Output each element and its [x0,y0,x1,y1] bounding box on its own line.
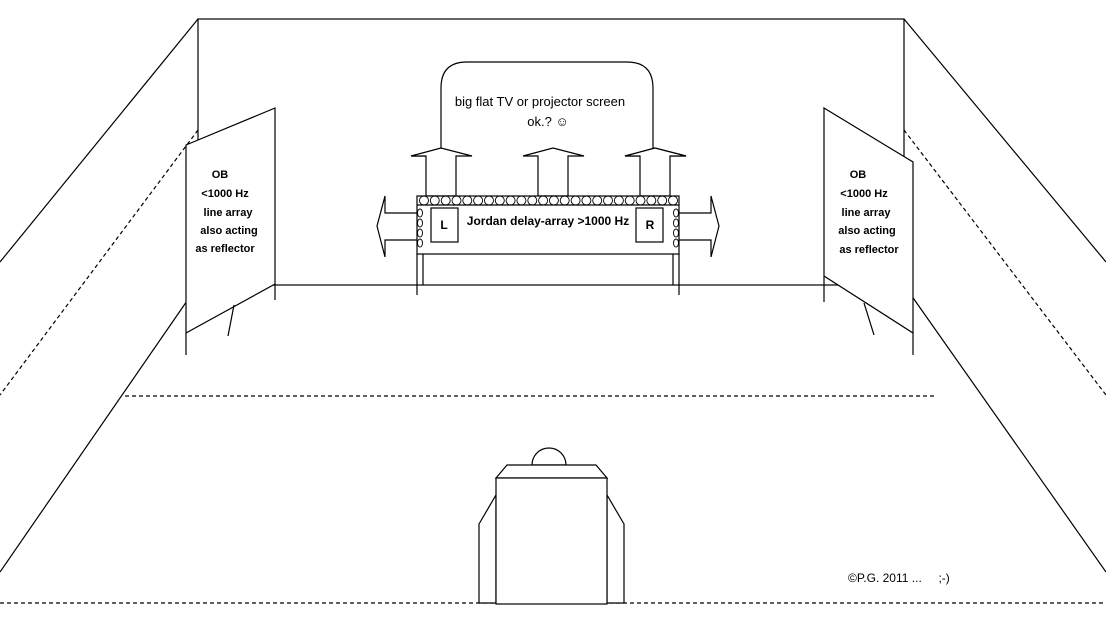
driver-top [559,195,570,206]
driver-top [646,195,657,206]
right-channel-box [635,207,664,243]
screen-label-line2: ok.? ☺ [527,114,568,129]
listener-head [531,447,567,466]
driver-top [451,195,462,206]
right-panel-stand [863,302,875,336]
left-panel [185,107,276,335]
copyright-text: ©P.G. 2011 ... ;-) [848,571,950,585]
left-panel-label-4: also acting [200,225,257,237]
chair-back-top [494,464,609,479]
driver-side [673,218,679,228]
driver-top [538,195,549,206]
array-drivers-top [419,195,678,206]
up-arrow-right [624,147,687,197]
right-panel-label-3: line array [842,207,892,219]
right-panel-label-4: also acting [838,225,895,237]
driver-top [429,195,440,206]
dashed-side-right [903,129,1106,396]
driver-top [548,195,559,206]
side-arrow-right [679,195,720,258]
screen-outline [411,61,687,157]
right-panel-label-2: <1000 Hz [840,188,888,200]
driver-top [592,195,603,206]
driver-top [624,195,635,206]
driver-top [494,195,505,206]
right-panel-label-1: OB [850,169,867,181]
ceiling-edge-left [0,18,199,263]
driver-top [516,195,527,206]
left-panel-label-3: line array [204,207,254,219]
chair-arm-left [478,492,497,604]
driver-top [635,195,646,206]
driver-side [417,228,423,238]
delay-array-box [416,195,680,255]
driver-top [613,195,624,206]
driver-side [673,238,679,248]
driver-side [417,238,423,248]
left-channel-label: L [440,218,447,232]
left-panel-stand [227,304,235,337]
up-arrow-left [410,147,473,197]
chair-arm-right [606,492,625,604]
driver-top [668,195,678,206]
driver-side [673,208,679,218]
driver-top [603,195,613,206]
driver-top [419,195,429,206]
floor-edge-right [903,284,1106,573]
driver-top [570,195,581,206]
ceiling-edge-right [903,18,1106,263]
driver-top [657,195,668,206]
right-panel-label-5: as reflector [839,244,899,256]
driver-side [417,208,423,218]
driver-side [417,218,423,228]
delay-array-label: Jordan delay-array >1000 Hz [467,214,629,228]
floor-edge-left [0,284,199,573]
driver-top [505,195,516,206]
left-panel-label-1: OB [212,169,229,181]
left-channel-box [430,207,459,243]
up-arrow-middle [522,147,585,197]
screen-label-line1: big flat TV or projector screen [455,94,625,109]
driver-top [527,195,538,206]
driver-top [581,195,592,206]
driver-top [440,195,451,206]
right-channel-label: R [646,218,655,232]
left-panel-label-2: <1000 Hz [201,188,249,200]
chair-back [495,477,608,605]
driver-top [484,195,494,206]
right-panel [823,106,914,335]
side-arrow-left [376,195,417,258]
array-drivers-side [417,208,679,248]
dashed-side-left [0,129,199,396]
driver-top [473,195,484,206]
driver-top [462,195,473,206]
left-panel-label-5: as reflector [195,243,255,255]
driver-side [673,228,679,238]
